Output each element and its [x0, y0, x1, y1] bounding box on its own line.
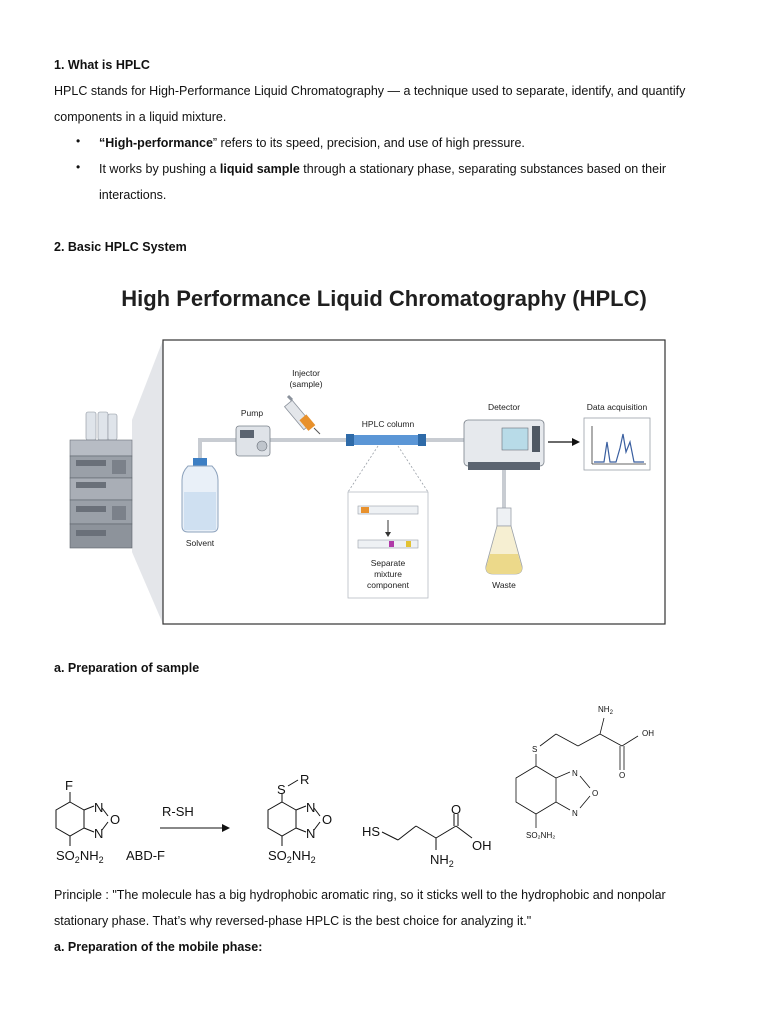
- atom-nh2: NH2: [430, 852, 454, 869]
- small-n-1: N: [572, 769, 578, 778]
- derivative-structure: [515, 717, 639, 828]
- so2nh2-1: SO2NH2: [56, 848, 104, 865]
- label-column: HPLC column: [362, 419, 415, 429]
- label-data-acquisition: Data acquisition: [587, 402, 648, 412]
- section-a2-heading: a. Preparation of the mobile phase:: [54, 940, 263, 954]
- atom-hs: HS: [362, 824, 380, 839]
- hplc-instrument-icon: [69, 411, 133, 549]
- bullet-1-rest: ” refers to its speed, precision, and us…: [212, 136, 525, 150]
- label-detector: Detector: [488, 402, 520, 412]
- label-solvent: Solvent: [186, 538, 215, 548]
- label-injector-2: (sample): [289, 379, 322, 389]
- label-separate-2: mixture: [374, 569, 402, 579]
- bullet-2-pre: It works by pushing a: [99, 162, 220, 176]
- principle-line2: stationary phase. That’s why reversed-ph…: [54, 914, 532, 928]
- small-so2nh2: SO₂NH₂: [526, 831, 555, 840]
- reagent-label: R-SH: [162, 804, 194, 819]
- atom-o-2: O: [322, 812, 332, 827]
- figure-title: High Performance Liquid Chromatography (…: [121, 286, 647, 311]
- label-separate-1: Separate: [371, 558, 406, 568]
- reaction-arrow: [160, 824, 230, 832]
- small-oh: OH: [642, 729, 654, 738]
- product-structure: [267, 779, 321, 846]
- atom-r: R: [300, 772, 309, 787]
- bullet-1: “High-performance” refers to its speed, …: [99, 135, 525, 151]
- abd-f-label: ABD-F: [126, 848, 165, 863]
- label-waste: Waste: [492, 580, 516, 590]
- tubing: [198, 438, 506, 508]
- atom-n-1: N: [94, 800, 103, 815]
- atom-oh: OH: [472, 838, 492, 853]
- bullet-2-rest: through a stationary phase, separating s…: [299, 162, 667, 176]
- small-n-2: N: [572, 809, 578, 818]
- detector-icon: [463, 419, 545, 470]
- atom-n-4: N: [306, 826, 315, 841]
- zoom-lines: [347, 445, 429, 493]
- principle-line1: Principle : "The molecule has a big hydr…: [54, 888, 666, 902]
- small-o-2: O: [592, 789, 598, 798]
- section1-paragraph-line2: components in a liquid mixture.: [54, 110, 227, 124]
- section1-paragraph-line1: HPLC stands for High-Performance Liquid …: [54, 84, 686, 98]
- small-nh2: NH2: [598, 705, 614, 716]
- atom-n-2: N: [94, 826, 103, 841]
- solvent-bottle-icon: [181, 458, 219, 533]
- atom-o-1: O: [110, 812, 120, 827]
- atom-f: F: [65, 778, 73, 793]
- atom-s-1: S: [277, 782, 286, 797]
- bullet-dot-2: •: [76, 160, 81, 174]
- data-acquisition-chart-icon: [583, 417, 651, 471]
- homocysteine-structure: [381, 814, 473, 850]
- waste-flask-icon: [485, 507, 523, 575]
- bullet-dot-1: •: [76, 134, 81, 148]
- small-o: O: [619, 771, 625, 780]
- separation-inset: [347, 491, 429, 599]
- small-s: S: [532, 745, 537, 754]
- chemistry-scheme: F N O N SO2NH2 ABD-F R-SH S R N O N SO2N…: [55, 705, 654, 869]
- hplc-column-icon: [346, 434, 426, 446]
- label-separate-3: component: [367, 580, 410, 590]
- projection-wedge: [132, 340, 163, 624]
- pump-icon: [235, 425, 271, 457]
- label-injector-1: Injector: [292, 368, 320, 378]
- bullet-1-bold: “High-performance: [99, 136, 213, 150]
- bullet-2: It works by pushing a liquid sample thro…: [99, 161, 666, 177]
- abd-f-structure: [55, 792, 109, 846]
- bullet-2-bold: liquid sample: [219, 162, 300, 176]
- atom-o-3: O: [451, 802, 461, 817]
- section-a1-heading: a. Preparation of sample: [54, 661, 200, 675]
- label-pump: Pump: [241, 408, 263, 418]
- arrow-to-data: [548, 438, 580, 446]
- bullet-2-line2: interactions.: [99, 188, 167, 202]
- section1-heading: 1. What is HPLC: [54, 58, 150, 72]
- injector-syringe-icon: [283, 394, 321, 435]
- so2nh2-2: SO2NH2: [268, 848, 316, 865]
- hplc-diagram: Injector (sample) Pump HPLC column Detec…: [69, 339, 666, 625]
- atom-n-3: N: [306, 800, 315, 815]
- section2-heading: 2. Basic HPLC System: [54, 240, 187, 254]
